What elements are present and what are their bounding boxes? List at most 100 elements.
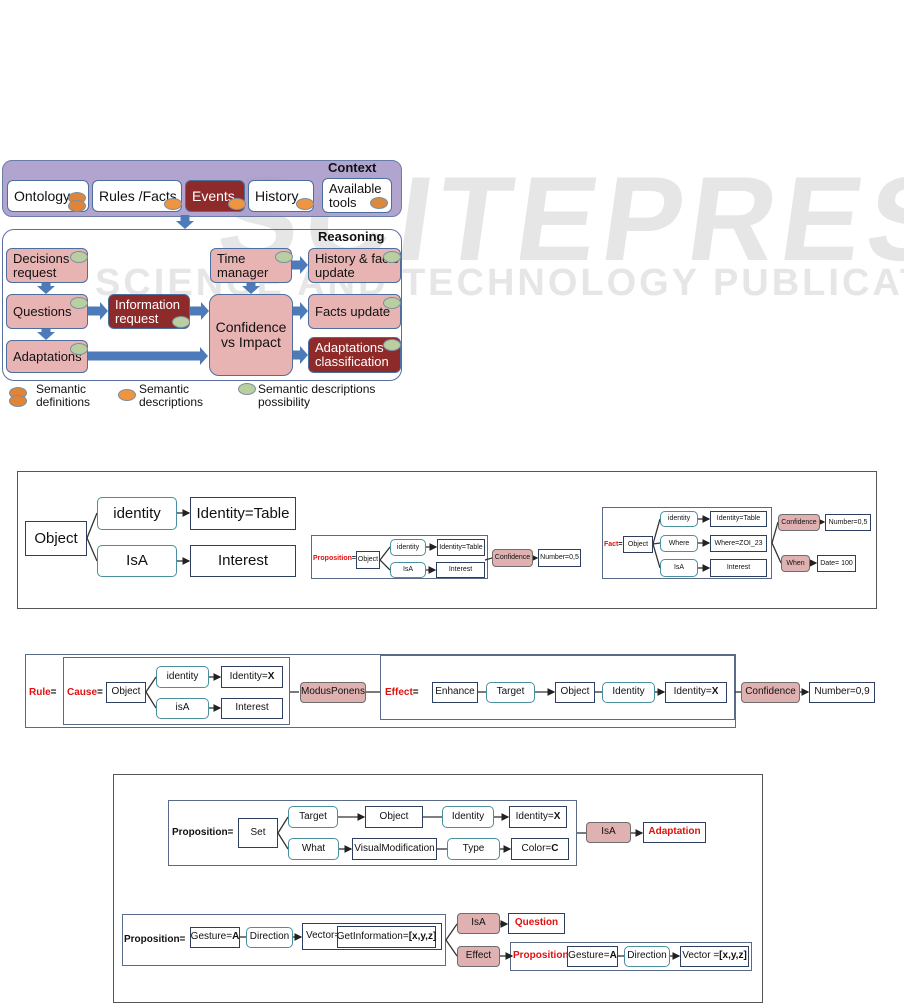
effect-node: Effect — [457, 946, 500, 967]
object-node: Object — [25, 521, 87, 556]
rule-label-value: = — [50, 686, 57, 698]
identity-x-node-text: Identity= — [515, 810, 554, 822]
target-node: Target — [486, 682, 535, 703]
get-information-node-text: GetInformation= — [336, 930, 409, 942]
arrow-head-icon — [201, 302, 209, 320]
cloud-icon — [383, 297, 401, 309]
gesture-node: Gesture=A — [190, 927, 240, 948]
cloud-icon — [238, 383, 256, 395]
color-node-value: C — [551, 842, 559, 854]
fact-label-text: Fact — [604, 541, 619, 549]
identity-x-node-value: X — [553, 810, 561, 822]
identity-x-node-text: Identity= — [229, 670, 268, 682]
cause-label: Cause= — [67, 685, 103, 701]
fact-label-value: = — [618, 541, 623, 549]
connector-line — [445, 923, 458, 941]
gesture-node-value: A — [609, 950, 617, 962]
target-node: Target — [288, 806, 338, 828]
gesture-node-value: A — [232, 931, 240, 943]
vector-node-text: Vector = — [682, 950, 720, 962]
cloud-icon — [68, 200, 86, 212]
confidence-node: Confidence — [492, 549, 533, 567]
enhance-node: Enhance — [432, 682, 478, 703]
date-node: Date= 100 — [817, 555, 856, 572]
proposition-label: Proposition= — [124, 933, 186, 945]
isa-node: IsA — [660, 559, 698, 577]
object-node: Object — [356, 551, 380, 569]
cause-label-text: Cause — [67, 686, 98, 698]
proposition-label-text: Proposition — [513, 949, 569, 961]
connector-line — [86, 512, 98, 539]
decisions-request-box: Decisions request — [6, 248, 88, 283]
effect-label-text: Effect — [385, 686, 413, 698]
direction-node: Direction — [246, 927, 293, 948]
reasoning-title: Reasoning — [318, 229, 385, 244]
cloud-icon — [70, 343, 88, 355]
connector-line — [379, 546, 391, 561]
figure-4-frame — [113, 774, 763, 1003]
number-node: Number=0,5 — [538, 549, 581, 567]
identity-node: identity — [97, 497, 177, 530]
legend-item: Semantic descriptions possibility — [258, 382, 376, 409]
type-node: Type — [447, 838, 500, 860]
arrow-head-icon — [200, 347, 208, 365]
where-node: Where — [660, 535, 698, 552]
cloud-icon — [118, 389, 136, 401]
proposition-label: Proposition= — [172, 826, 234, 838]
rule-label-text: Rule — [29, 686, 51, 698]
identity-x-node-text: Identity= — [673, 686, 712, 698]
isa-node: isA — [156, 698, 209, 719]
get-information-node-value: [x,y,z] — [408, 930, 437, 942]
connector-line — [277, 816, 289, 834]
effect-label: Effect= — [385, 685, 427, 701]
cloud-icon — [383, 339, 401, 351]
cloud-icon — [383, 251, 401, 263]
cloud-icon — [296, 198, 314, 210]
events-box: Events — [185, 180, 245, 212]
arrow-head-icon — [176, 221, 194, 229]
cloud-icon — [9, 395, 27, 407]
fact-label: Fact= — [604, 537, 624, 553]
cloud-icon — [70, 251, 88, 263]
proposition-label-text: Proposition — [313, 555, 352, 563]
direction-node: Direction — [624, 946, 670, 967]
figure-2-frame — [17, 471, 877, 609]
adaptation-node: Adaptation — [643, 822, 706, 843]
isa-node: IsA — [97, 545, 177, 577]
confidence-node: Confidence — [741, 682, 800, 703]
connector-line — [277, 832, 289, 850]
number-node: Number=0,9 — [809, 682, 875, 703]
set-node: Set — [238, 818, 278, 848]
connector-line — [145, 691, 157, 709]
when-node: When — [781, 555, 810, 572]
cloud-icon — [70, 297, 88, 309]
proposition-label-value: = — [351, 555, 356, 563]
arrow-head-icon — [37, 332, 55, 340]
identity-x-node: Identity=X — [221, 666, 283, 688]
arrow-head-icon — [100, 302, 108, 320]
arrow-head-icon — [300, 256, 308, 274]
connector-line — [771, 521, 779, 544]
proposition-label: Proposition= — [313, 551, 356, 567]
cloud-icon — [228, 198, 246, 210]
color-node-text: Color= — [521, 842, 552, 854]
legend-item: Semantic descriptions — [139, 382, 204, 409]
interest-node: Interest — [436, 562, 485, 578]
arrow-head-icon — [242, 286, 260, 294]
arrow-head-icon — [37, 286, 55, 294]
connector-line — [379, 559, 391, 571]
connector-line — [484, 557, 493, 561]
arrow-head-icon — [300, 302, 308, 320]
where-zoi-node: Where=ZOI_23 — [710, 535, 767, 552]
reasoning-panel — [2, 229, 402, 381]
object-node: Object — [365, 806, 423, 828]
confidence-impact-box: Confidence vs Impact — [209, 294, 293, 376]
available-tools-box: Available tools — [322, 178, 392, 213]
object-node: Object — [106, 682, 146, 703]
gesture-node-text: Gesture= — [568, 950, 610, 962]
connector-line — [86, 537, 98, 562]
identity-node: Identity — [602, 682, 655, 703]
identity-table-node: Identity=Table — [190, 497, 296, 530]
